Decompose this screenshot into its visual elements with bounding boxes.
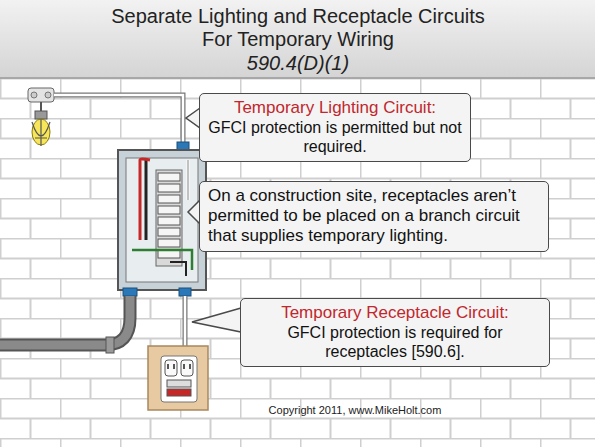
panelboard-part: [126, 158, 198, 282]
gfci-receptacle-part: [167, 389, 191, 396]
breaker: [158, 173, 180, 181]
lighting-cable: [54, 95, 189, 150]
lamp-fixture-part: [35, 111, 47, 119]
lamp-fixture: [28, 88, 54, 146]
breaker: [158, 195, 180, 203]
gfci-receptacle-part: [148, 346, 208, 410]
copyright-caption: Copyright 2011, www.MikeHolt.com: [230, 404, 480, 416]
receptacle-cable-part: [179, 288, 191, 296]
conduit-part: [123, 288, 137, 296]
lamp-fixture-part: [45, 92, 51, 98]
breaker: [158, 217, 180, 225]
breaker: [158, 206, 180, 214]
lighting-cable-part: [54, 95, 183, 150]
callout-box: Temporary Receptacle Circuit:GFCI protec…: [240, 298, 550, 367]
callout-box: Temporary Lighting Circuit:GFCI protecti…: [199, 93, 471, 162]
callout-heading: Temporary Lighting Circuit:: [208, 98, 462, 118]
panelboard-part: [156, 170, 182, 266]
gfci-receptacle-part: [181, 360, 193, 376]
gfci-receptacle-part: [165, 360, 177, 376]
callout-box: On a construction site, receptacles aren…: [199, 181, 549, 252]
callout-text: GFCI protection is permitted but not req…: [208, 118, 462, 156]
callout-heading: Temporary Receptacle Circuit:: [249, 303, 541, 323]
receptacle-cable-part: [183, 296, 188, 348]
breaker: [158, 239, 180, 247]
gfci-receptacle-part: [167, 380, 191, 387]
callout-text: On a construction site, receptacles aren…: [208, 186, 540, 246]
conduit: [0, 288, 137, 353]
lamp-fixture-part: [31, 92, 37, 98]
panelboard: [118, 150, 206, 290]
panelboard-part: [139, 160, 142, 240]
background-part: [0, 0, 595, 78]
gfci-receptacle: [148, 346, 208, 410]
panelboard-part: [188, 160, 189, 200]
panelboard-part: [140, 159, 150, 160]
panelboard-part: [170, 262, 186, 276]
callout-text: GFCI protection is required for receptac…: [249, 323, 541, 361]
lamp-fixture-part: [32, 119, 50, 145]
code-reference: 590.4(D)(1): [97, 52, 499, 75]
panelboard-part: [132, 250, 192, 270]
conduit-part: [106, 337, 114, 353]
panelboard-part: [187, 160, 190, 200]
gfci-receptacle-part: [168, 364, 190, 369]
panelboard-part: [118, 150, 206, 290]
panelboard-part: [145, 160, 148, 240]
diagram-title: Separate Lighting and Receptacle Circuit…: [97, 5, 499, 51]
receptacle-cable: [179, 288, 191, 348]
callout-pointers-part: [186, 108, 200, 128]
lighting-cable-part: [177, 142, 189, 150]
lamp-fixture-part: [28, 88, 54, 102]
lamp-fixture-part: [32, 119, 50, 146]
receptacle-cable-part: [184, 296, 187, 348]
breaker: [158, 228, 180, 236]
background-part: [0, 78, 595, 447]
breakers: [158, 173, 180, 258]
background-part: [0, 77, 595, 79]
lighting-cable-part: [54, 95, 183, 150]
callout-pointers-part: [192, 308, 241, 332]
gfci-receptacle-part: [161, 356, 197, 402]
breaker: [158, 184, 180, 192]
